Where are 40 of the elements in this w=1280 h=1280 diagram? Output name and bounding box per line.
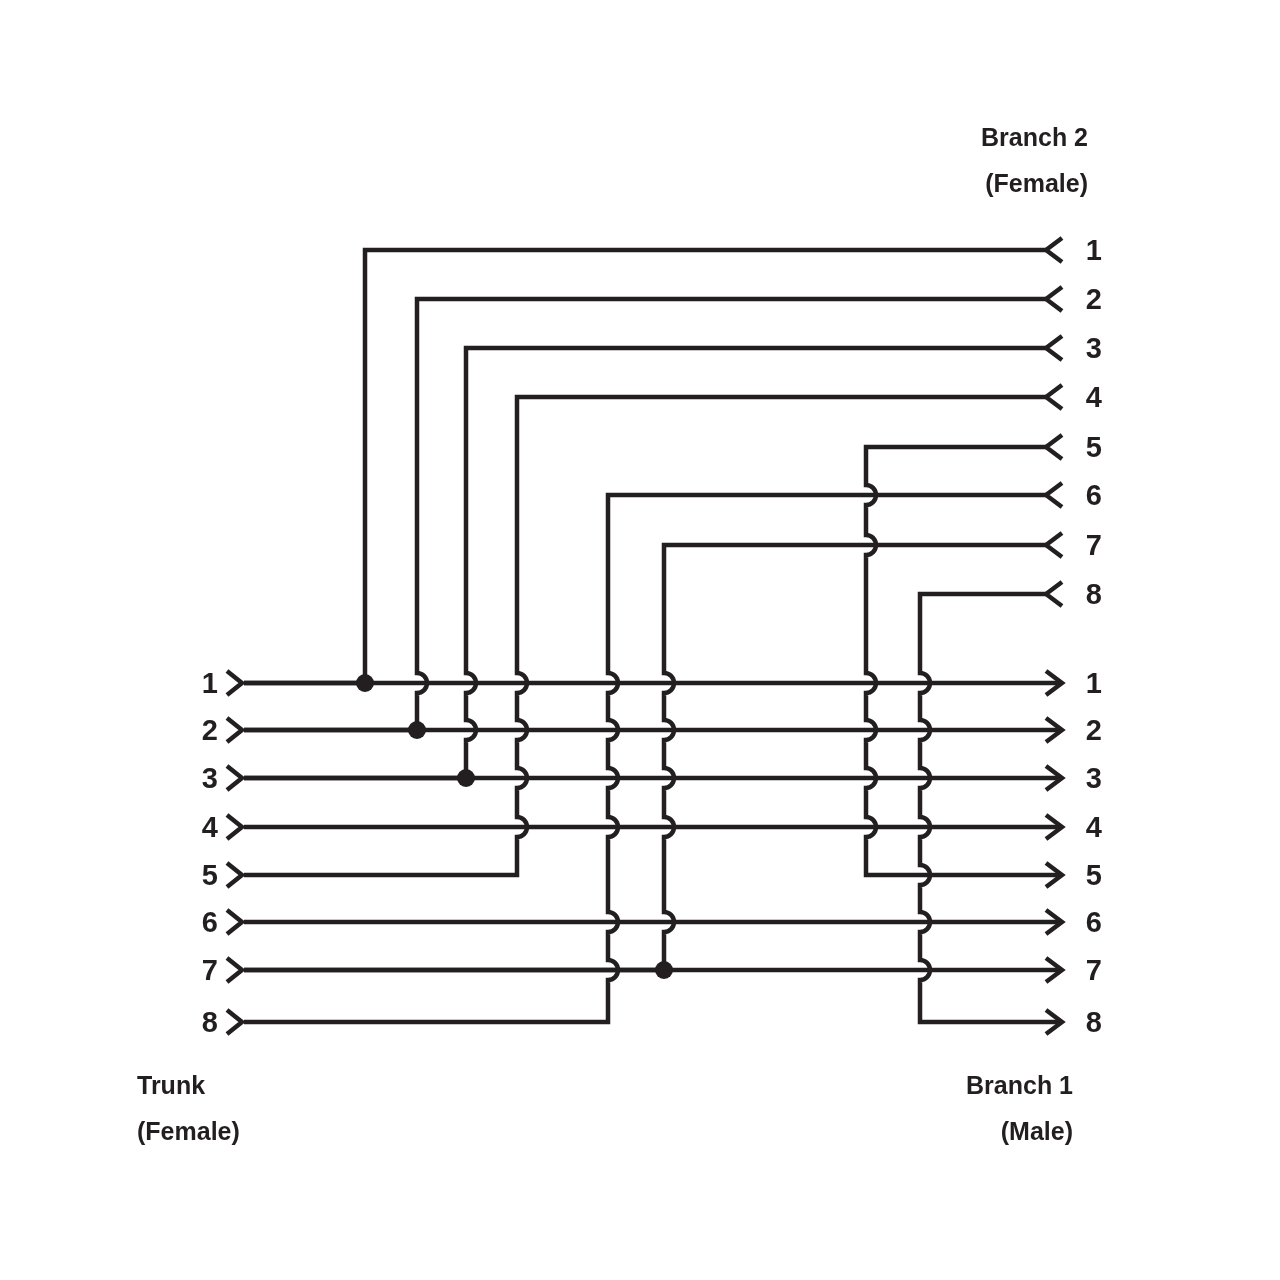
wire-arrow [244, 284, 1065, 733]
pin-number: 4 [201, 810, 218, 844]
pin-number: 2 [1085, 282, 1102, 316]
wire-arrow [244, 382, 1065, 878]
pin-number: 6 [201, 905, 218, 939]
pin-number: 3 [1085, 331, 1102, 365]
wire-arrow [244, 235, 1065, 686]
pin-number: 4 [1085, 810, 1102, 844]
wire-arrow [244, 530, 1065, 973]
connector-title: Branch 2 [981, 122, 1088, 152]
pin-number: 8 [201, 1005, 218, 1039]
pin-number: 2 [1085, 713, 1102, 747]
pin-number: 4 [1085, 380, 1102, 414]
pin-number: 2 [201, 713, 218, 747]
pin-number: 1 [1085, 233, 1102, 267]
wire-arrow [244, 812, 1065, 842]
pin-number: 8 [1085, 577, 1102, 611]
pin-number: 6 [1085, 905, 1102, 939]
pin-number: 3 [1085, 761, 1102, 795]
wire-arrow [863, 432, 1065, 890]
wire-arrow [917, 579, 1065, 1037]
pin-number: 5 [1085, 858, 1102, 892]
pin-number: 3 [201, 761, 218, 795]
wire-arrow [244, 333, 1065, 781]
pin-number: 1 [201, 666, 218, 700]
pin-number: 8 [1085, 1005, 1102, 1039]
wire-arrow [244, 480, 1065, 1025]
connector-gender: (Male) [1000, 1116, 1073, 1146]
pin-number: 7 [201, 953, 218, 987]
connector-gender: (Female) [137, 1116, 240, 1146]
pin-number: 1 [1085, 666, 1102, 700]
pin-number: 5 [201, 858, 218, 892]
pin-number: 7 [1085, 528, 1102, 562]
pin-number: 5 [1085, 430, 1102, 464]
pin-number: 6 [1085, 478, 1102, 512]
wire-arrow [244, 907, 1065, 937]
connector-title: Trunk [137, 1070, 206, 1100]
connector-title: Branch 1 [966, 1070, 1073, 1100]
pin-number: 7 [1085, 953, 1102, 987]
connector-gender: (Female) [985, 168, 1088, 198]
